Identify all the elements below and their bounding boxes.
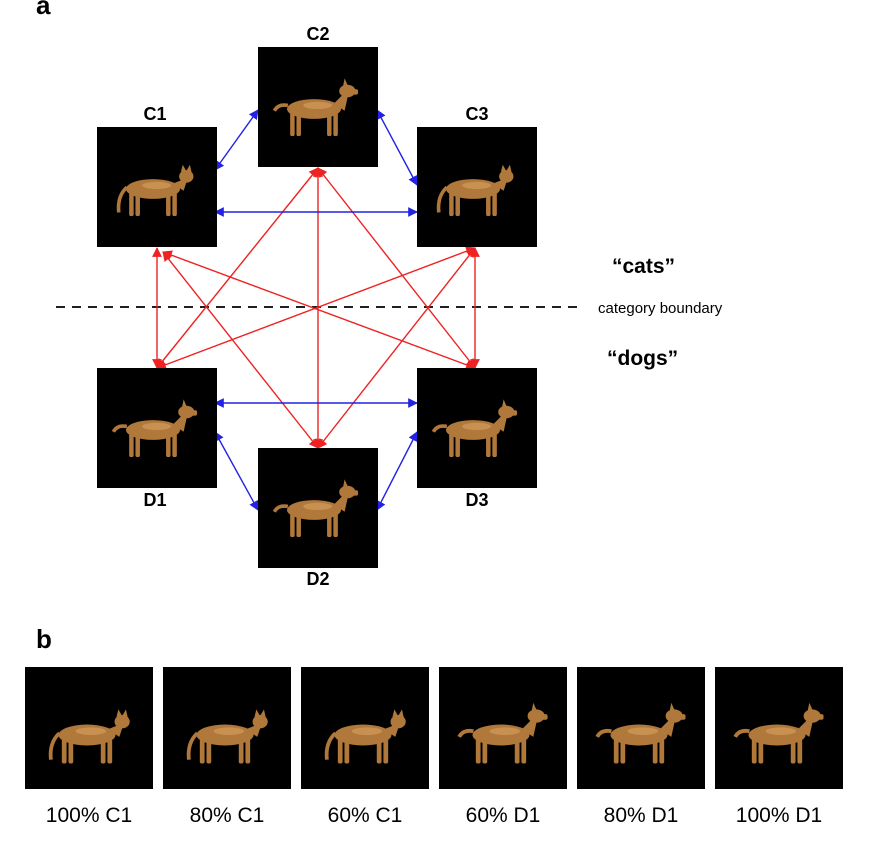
within-category-link-c1-c2 [214, 109, 259, 171]
between-category-link-c3-d2 [317, 247, 476, 449]
morph-item: 100% C1 [25, 667, 153, 827]
node-d3: D3 [417, 368, 537, 510]
dog-silhouette [431, 399, 518, 457]
dog-silhouette [272, 78, 359, 136]
morph-item: 100% D1 [715, 667, 843, 827]
morph-label: 80% C1 [190, 804, 265, 827]
within-category-link-c2-c3 [376, 109, 418, 186]
morph-item: 60% C1 [301, 667, 429, 827]
cat-silhouette [324, 709, 406, 764]
cat-silhouette [436, 164, 514, 216]
category-boundary-label: category boundary [598, 300, 723, 317]
morph-sequence: 100% C1 80% C1 60% C1 60% D1 80% D1 100% D1 [25, 667, 843, 827]
dogs-label: “dogs” [607, 347, 678, 370]
node-c3: C3 [417, 104, 537, 247]
within-category-link-d1-d2 [214, 431, 259, 511]
morph-item: 80% C1 [163, 667, 291, 827]
between-category-link-c1-d3 [162, 250, 476, 370]
morph-item: 80% D1 [577, 667, 705, 827]
node-c1: C1 [97, 104, 217, 247]
node-label-c3: C3 [465, 104, 488, 124]
panel-label-b: b [36, 624, 52, 654]
cat-silhouette [116, 164, 194, 216]
cats-label: “cats” [612, 255, 675, 278]
morph-label: 60% C1 [328, 804, 403, 827]
dog-silhouette [457, 702, 548, 764]
node-label-d3: D3 [465, 490, 488, 510]
dog-silhouette [733, 702, 824, 764]
panel-label-a: a [36, 0, 51, 20]
morph-label: 80% D1 [604, 804, 679, 827]
node-label-d1: D1 [143, 490, 166, 510]
morph-item: 60% D1 [439, 667, 567, 827]
node-label-c2: C2 [306, 24, 329, 44]
morph-label: 60% D1 [466, 804, 541, 827]
cat-silhouette [186, 709, 268, 764]
within-category-link-d2-d3 [376, 431, 418, 511]
node-d1: D1 [97, 368, 217, 510]
morph-label: 100% D1 [736, 804, 822, 827]
node-label-c1: C1 [143, 104, 166, 124]
dog-silhouette [111, 399, 198, 457]
morph-label: 100% C1 [46, 804, 132, 827]
dog-silhouette [595, 702, 686, 764]
link-layer [152, 109, 480, 511]
node-label-d2: D2 [306, 569, 329, 589]
dog-silhouette [272, 479, 359, 537]
cat-silhouette [48, 709, 130, 764]
node-c2: C2 [258, 24, 378, 167]
node-d2: D2 [258, 448, 378, 589]
